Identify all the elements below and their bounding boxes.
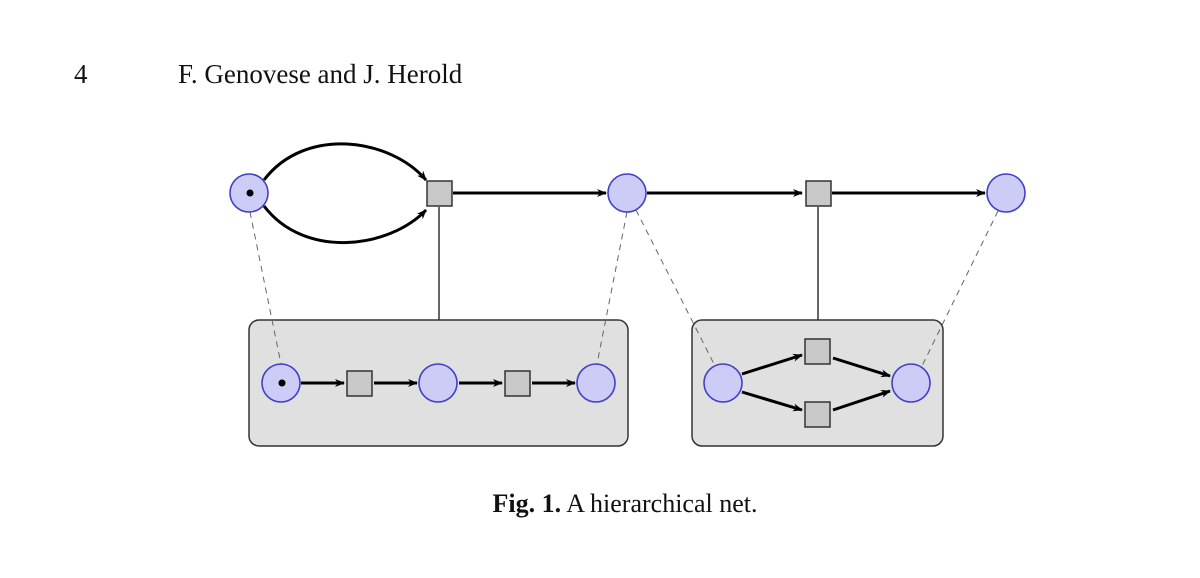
figure-caption-text: A hierarchical net.: [566, 489, 758, 518]
arc-right-lower-out: [832, 389, 891, 412]
dashed-line-1: [249, 211, 282, 365]
arc-right-lower-in: [741, 390, 803, 412]
top-level-arcs: [262, 142, 986, 245]
place-top-3: [986, 173, 1026, 213]
page-number: 4: [74, 59, 88, 89]
transition-left-1: [346, 370, 373, 397]
dashed-line-3: [635, 209, 716, 367]
token-dot-top: [246, 189, 254, 197]
place-right-1: [703, 363, 743, 403]
transition-right-upper: [804, 338, 831, 365]
running-head-authors: F. Genovese and J. Herold: [178, 59, 463, 89]
arc-lower-curve: [262, 205, 428, 245]
transition-top-2: [805, 180, 832, 207]
place-top-2: [607, 173, 647, 213]
dashed-line-2: [596, 211, 628, 365]
place-left-3: [576, 363, 616, 403]
figure-caption-label: Fig. 1.: [492, 489, 562, 518]
place-left-2: [418, 363, 458, 403]
transition-left-2: [504, 370, 531, 397]
place-correspondence-lines: [249, 209, 999, 367]
arc-upper-curve: [262, 142, 428, 181]
places: [229, 173, 1026, 403]
transition-right-lower: [804, 401, 831, 428]
token-dot-left: [278, 379, 286, 387]
arc-right-upper-in: [741, 353, 803, 376]
transitions: [346, 180, 832, 428]
figure-caption: Fig. 1. A hierarchical net.: [0, 488, 1200, 520]
right-subnet-arcs: [741, 353, 891, 412]
place-right-2: [891, 363, 931, 403]
arc-right-upper-out: [832, 356, 891, 378]
transition-top-1: [426, 180, 453, 207]
dashed-line-4: [921, 210, 999, 367]
